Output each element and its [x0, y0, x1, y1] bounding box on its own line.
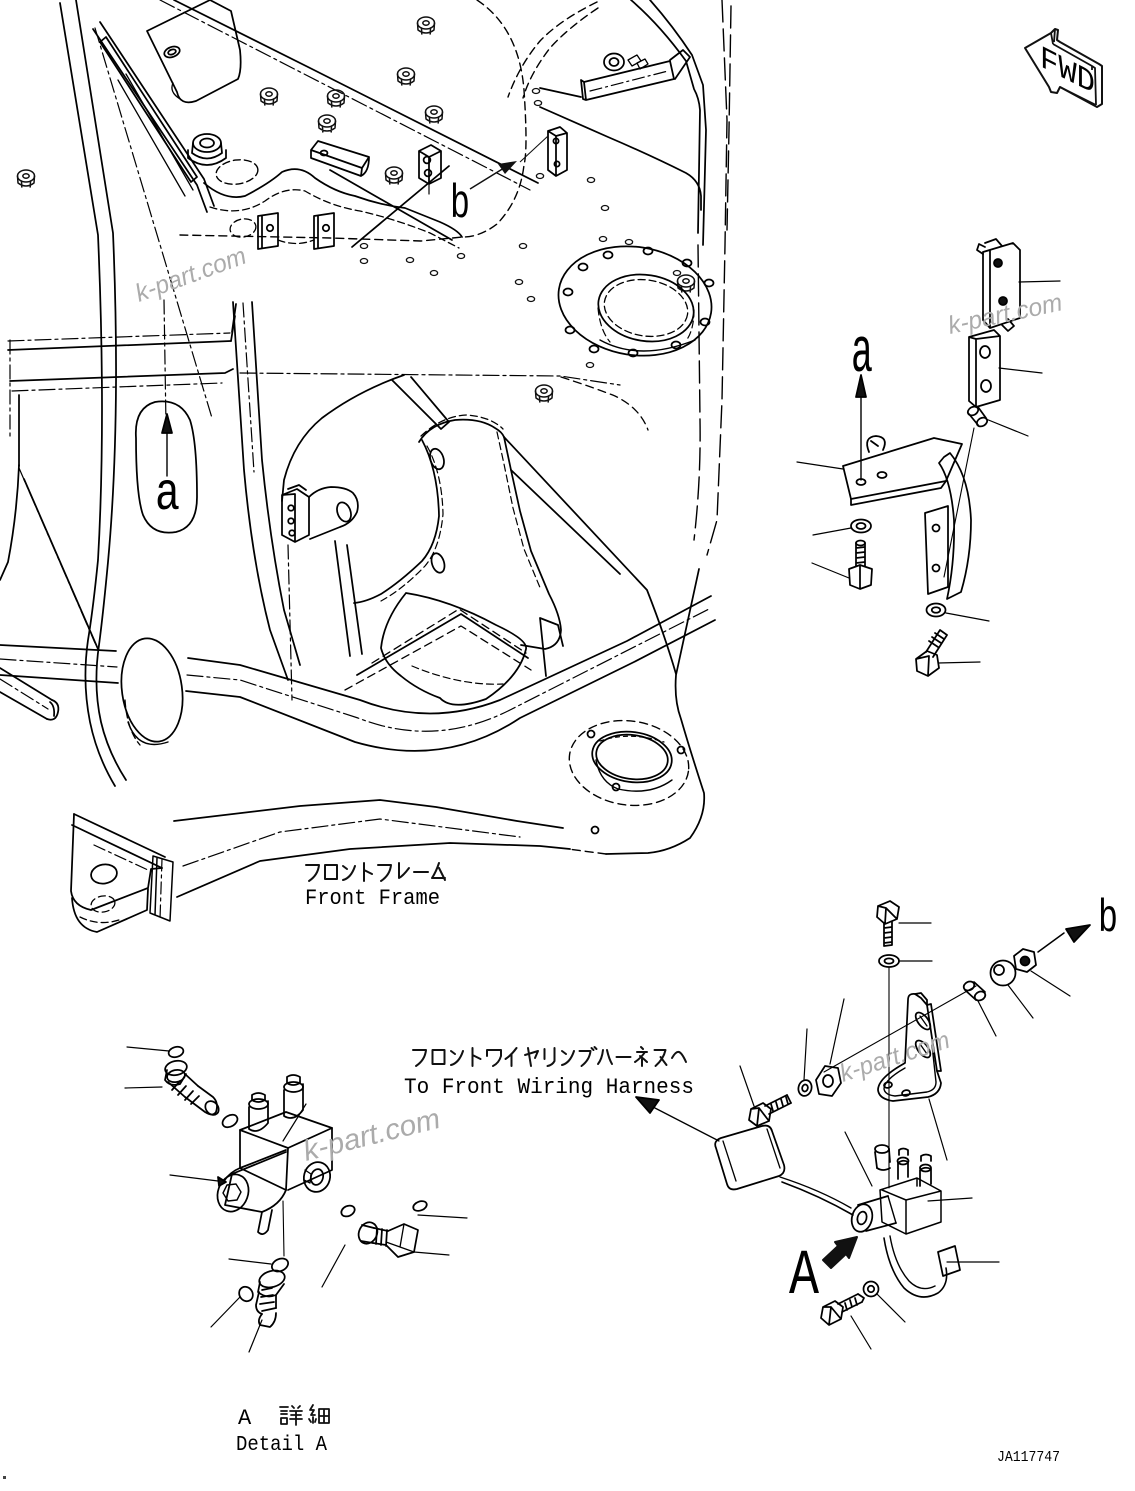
svg-text:JA117747: JA117747 — [997, 1449, 1060, 1466]
svg-text:a: a — [155, 465, 180, 526]
svg-text:Front Frame: Front Frame — [305, 886, 440, 911]
svg-text:To Front Wiring Harness: To Front Wiring Harness — [404, 1075, 694, 1100]
svg-text:b: b — [1098, 893, 1118, 945]
svg-text:Detail A: Detail A — [236, 1434, 327, 1457]
svg-text:A: A — [238, 1406, 252, 1431]
svg-text:A: A — [789, 1241, 819, 1313]
svg-text:a: a — [851, 319, 873, 391]
svg-text:b: b — [450, 179, 470, 232]
